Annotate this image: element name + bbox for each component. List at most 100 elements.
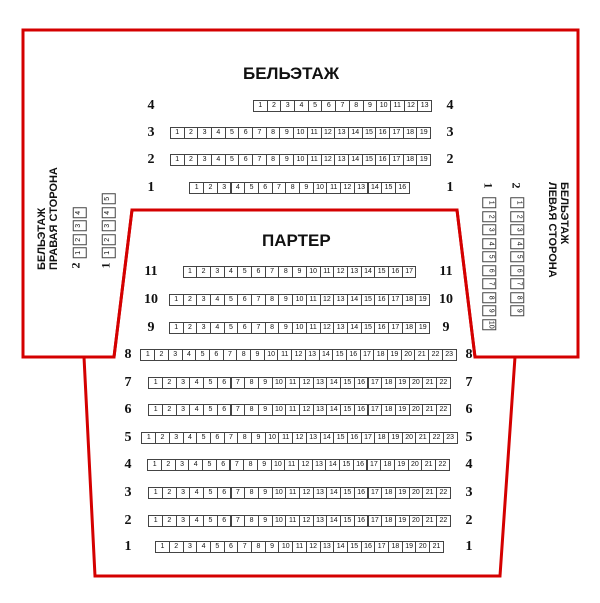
stalls_rows-row-3-seat[interactable]: 13 — [312, 487, 328, 499]
stalls_rows-row-3-seat[interactable]: 15 — [340, 487, 355, 499]
stalls_rows-row-1-seat[interactable]: 7 — [237, 541, 253, 553]
stalls_rows-row-11-seat[interactable]: 10 — [305, 266, 321, 278]
stalls_rows-row-11-seat[interactable]: 13 — [346, 266, 362, 278]
stalls_rows-row-6-seat[interactable]: 21 — [422, 404, 437, 416]
balcony_rows-row-2-seat[interactable]: 4 — [210, 154, 226, 166]
stalls_rows-row-5-seat[interactable]: 16 — [346, 432, 362, 444]
stalls_rows-row-8-seat[interactable]: 6 — [208, 349, 224, 361]
balcony-right-row-2-seat[interactable]: 1 — [72, 247, 87, 259]
balcony_rows-row-1-seat[interactable]: 13 — [353, 182, 369, 194]
stalls_rows-row-4-seat[interactable]: 20 — [407, 459, 423, 471]
stalls_rows-row-10-seat[interactable]: 10 — [292, 294, 307, 306]
balcony-right-row-1-seat[interactable]: 1 — [101, 247, 116, 259]
stalls_rows-row-2-seat[interactable]: 1 — [148, 515, 163, 527]
stalls_rows-row-2-seat[interactable]: 20 — [408, 515, 424, 527]
stalls_rows-row-11-seat[interactable]: 16 — [388, 266, 403, 278]
balcony-left-row-2-seat[interactable]: 1 — [510, 197, 525, 209]
balcony-left-row-1-seat[interactable]: 1 — [482, 197, 497, 209]
stalls_rows-row-7-seat[interactable]: 14 — [326, 377, 342, 389]
stalls_rows-row-9-seat[interactable]: 2 — [182, 322, 198, 334]
balcony-right-row-1-seat[interactable]: 3 — [101, 220, 116, 232]
balcony_rows-row-1-seat[interactable]: 10 — [312, 182, 328, 194]
stalls_rows-row-3-seat[interactable]: 19 — [394, 487, 410, 499]
stalls_rows-row-6-seat[interactable]: 2 — [162, 404, 177, 416]
stalls_rows-row-5-seat[interactable]: 3 — [168, 432, 184, 444]
stalls_rows-row-6-seat[interactable]: 15 — [340, 404, 355, 416]
balcony_rows-row-4-seat[interactable]: 10 — [376, 100, 391, 112]
stalls_rows-row-7-seat[interactable]: 10 — [271, 377, 287, 389]
stalls_rows-row-9-seat[interactable]: 16 — [374, 322, 390, 334]
stalls_rows-row-3-seat[interactable]: 1 — [148, 487, 163, 499]
stalls_rows-row-5-seat[interactable]: 17 — [360, 432, 376, 444]
stalls_rows-row-7-seat[interactable]: 1 — [148, 377, 163, 389]
stalls_rows-row-8-seat[interactable]: 9 — [250, 349, 265, 361]
stalls_rows-row-10-seat[interactable]: 1 — [168, 294, 184, 306]
balcony_rows-row-3-seat[interactable]: 6 — [238, 127, 254, 139]
stalls_rows-row-11-seat[interactable]: 15 — [374, 266, 390, 278]
stalls_rows-row-8-seat[interactable]: 15 — [332, 349, 347, 361]
stalls_rows-row-10-seat[interactable]: 12 — [319, 294, 335, 306]
stalls_rows-row-3-seat[interactable]: 21 — [422, 487, 437, 499]
stalls_rows-row-7-seat[interactable]: 4 — [189, 377, 205, 389]
balcony_rows-row-3-seat[interactable]: 14 — [347, 127, 363, 139]
balcony_rows-row-1-seat[interactable]: 9 — [299, 182, 314, 194]
stalls_rows-row-1-seat[interactable]: 15 — [346, 541, 362, 553]
stalls_rows-row-8-seat[interactable]: 4 — [181, 349, 197, 361]
stalls_rows-row-10-seat[interactable]: 9 — [278, 294, 294, 306]
balcony_rows-row-3-seat[interactable]: 19 — [416, 127, 432, 139]
stalls_rows-row-7-seat[interactable]: 9 — [257, 377, 273, 389]
stalls_rows-row-9-seat[interactable]: 13 — [333, 322, 348, 334]
balcony_rows-row-2-seat[interactable]: 17 — [389, 154, 404, 166]
balcony_rows-row-1-seat[interactable]: 5 — [244, 182, 259, 194]
balcony_rows-row-1-seat[interactable]: 7 — [271, 182, 287, 194]
stalls_rows-row-6-seat[interactable]: 7 — [230, 404, 246, 416]
stalls_rows-row-4-seat[interactable]: 6 — [215, 459, 231, 471]
stalls_rows-row-8-seat[interactable]: 13 — [304, 349, 320, 361]
stalls_rows-row-8-seat[interactable]: 23 — [441, 349, 457, 361]
balcony_rows-row-2-seat[interactable]: 14 — [347, 154, 363, 166]
stalls_rows-row-11-seat[interactable]: 9 — [292, 266, 307, 278]
stalls_rows-row-6-seat[interactable]: 12 — [299, 404, 314, 416]
stalls_rows-row-2-seat[interactable]: 17 — [367, 515, 383, 527]
stalls_rows-row-11-seat[interactable]: 5 — [237, 266, 253, 278]
balcony-left-row-2-seat[interactable]: 5 — [510, 251, 525, 263]
stalls_rows-row-3-seat[interactable]: 11 — [285, 487, 300, 499]
stalls_rows-row-11-seat[interactable]: 1 — [182, 266, 198, 278]
stalls_rows-row-4-seat[interactable]: 15 — [339, 459, 354, 471]
stalls_rows-row-4-seat[interactable]: 17 — [366, 459, 382, 471]
stalls_rows-row-11-seat[interactable]: 17 — [401, 266, 417, 278]
stalls_rows-row-8-seat[interactable]: 3 — [167, 349, 183, 361]
stalls_rows-row-1-seat[interactable]: 5 — [209, 541, 225, 553]
stalls_rows-row-7-seat[interactable]: 18 — [381, 377, 396, 389]
stalls_rows-row-6-seat[interactable]: 8 — [244, 404, 259, 416]
stalls_rows-row-6-seat[interactable]: 5 — [203, 404, 218, 416]
balcony_rows-row-3-seat[interactable]: 2 — [183, 127, 199, 139]
stalls_rows-row-2-seat[interactable]: 3 — [175, 515, 191, 527]
balcony_rows-row-1-seat[interactable]: 1 — [189, 182, 205, 194]
stalls_rows-row-6-seat[interactable]: 10 — [271, 404, 287, 416]
stalls_rows-row-1-seat[interactable]: 12 — [305, 541, 321, 553]
stalls_rows-row-11-seat[interactable]: 14 — [360, 266, 376, 278]
stalls_rows-row-5-seat[interactable]: 9 — [251, 432, 266, 444]
stalls_rows-row-6-seat[interactable]: 11 — [285, 404, 300, 416]
balcony-left-row-1-seat[interactable]: 9 — [482, 305, 497, 317]
stalls_rows-row-4-seat[interactable]: 11 — [284, 459, 299, 471]
balcony_rows-row-1-seat[interactable]: 3 — [216, 182, 232, 194]
balcony_rows-row-2-seat[interactable]: 16 — [375, 154, 391, 166]
stalls_rows-row-3-seat[interactable]: 20 — [408, 487, 424, 499]
balcony-left-row-1-seat[interactable]: 3 — [482, 224, 497, 236]
stalls_rows-row-3-seat[interactable]: 8 — [244, 487, 259, 499]
stalls_rows-row-6-seat[interactable]: 14 — [326, 404, 342, 416]
balcony-left-row-2-seat[interactable]: 9 — [510, 305, 525, 317]
stalls_rows-row-9-seat[interactable]: 11 — [305, 322, 321, 334]
stalls_rows-row-11-seat[interactable]: 2 — [196, 266, 211, 278]
stalls_rows-row-2-seat[interactable]: 4 — [189, 515, 205, 527]
stalls_rows-row-10-seat[interactable]: 5 — [223, 294, 239, 306]
stalls_rows-row-5-seat[interactable]: 4 — [182, 432, 198, 444]
stalls_rows-row-2-seat[interactable]: 6 — [216, 515, 232, 527]
stalls_rows-row-3-seat[interactable]: 9 — [257, 487, 273, 499]
stalls_rows-row-5-seat[interactable]: 7 — [223, 432, 239, 444]
balcony-left-row-1-seat[interactable]: 10 — [482, 318, 497, 330]
stalls_rows-row-9-seat[interactable]: 4 — [209, 322, 225, 334]
balcony-right-row-1-seat[interactable]: 5 — [101, 193, 116, 205]
